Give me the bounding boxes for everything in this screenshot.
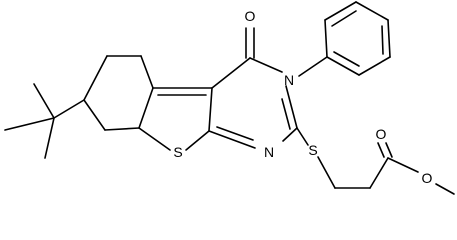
atom-oxygen-carbonyl: O xyxy=(245,8,256,24)
atom-label: O xyxy=(245,8,256,24)
bond xyxy=(140,55,154,89)
atom-sulfur-thioether: S xyxy=(308,142,317,158)
bond xyxy=(282,127,298,142)
bond xyxy=(324,19,328,58)
atom-nitrogen-1: N xyxy=(264,144,274,160)
bond xyxy=(333,51,360,67)
atom-sulfur-thiophene: S xyxy=(173,144,182,160)
bond xyxy=(44,117,55,159)
bond xyxy=(317,156,336,189)
bond xyxy=(208,130,256,149)
bond xyxy=(185,130,210,151)
atom-label: O xyxy=(422,170,433,186)
bond xyxy=(369,157,389,189)
bond xyxy=(387,157,419,173)
atom-oxygen-ester-carbonyl: O xyxy=(376,126,387,142)
structure-drawing: O N N S S O O xyxy=(4,1,455,195)
bond xyxy=(324,1,357,21)
atom-label: O xyxy=(376,126,387,142)
bond xyxy=(138,87,154,129)
bond xyxy=(211,57,251,89)
bond xyxy=(355,1,389,21)
bond xyxy=(249,57,283,73)
atom-label: S xyxy=(308,142,317,158)
bond xyxy=(33,83,55,119)
bond xyxy=(83,55,108,101)
atom-oxygen-ester: O xyxy=(422,170,433,186)
bond xyxy=(83,99,106,131)
bond xyxy=(377,142,385,158)
bond xyxy=(385,142,393,158)
bond xyxy=(138,127,171,151)
bond xyxy=(381,25,384,55)
bond xyxy=(281,98,291,130)
atom-label: N xyxy=(284,72,294,88)
bond xyxy=(53,99,85,119)
bond xyxy=(326,56,360,76)
bond xyxy=(104,127,140,131)
bond xyxy=(4,117,55,131)
bond xyxy=(208,87,213,132)
bond xyxy=(216,126,254,141)
atom-nitrogen-3: N xyxy=(284,72,294,88)
atom-label: N xyxy=(264,144,274,160)
bond xyxy=(435,183,455,195)
bond xyxy=(358,56,391,76)
bond xyxy=(387,19,391,58)
bond xyxy=(296,127,309,146)
molecule-diagram: O N N S S O O xyxy=(4,1,455,195)
bond xyxy=(285,85,298,129)
bond xyxy=(298,56,328,77)
atom-label: S xyxy=(173,144,182,160)
bond xyxy=(331,10,357,27)
